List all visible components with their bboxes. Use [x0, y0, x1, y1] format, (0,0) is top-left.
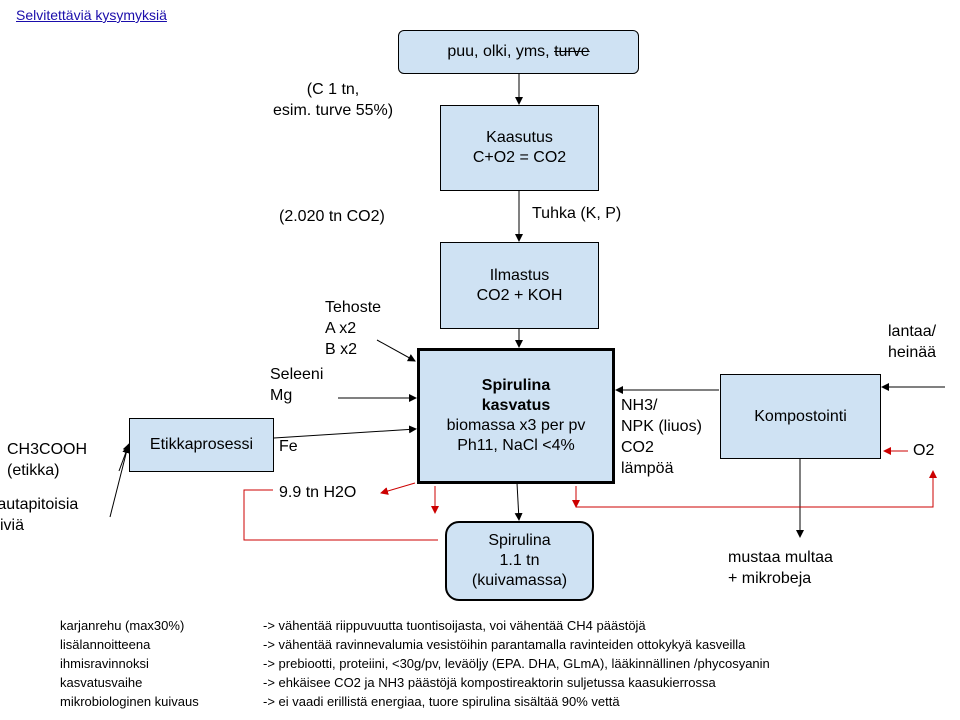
note-value: -> ei vaadi erillistä energiaa, tuore sp… [263, 694, 620, 709]
arrow-rautapitoisia [109, 445, 131, 518]
lantaa-label: lantaa/ heinää [888, 321, 936, 363]
ch3cooh-label: CH3COOH (etikka) [7, 439, 87, 481]
rautapitoisia-line-1: rautapitoisia [0, 496, 79, 513]
kompostointi-box: Kompostointi [720, 374, 881, 459]
kompostointi-title: Kompostointi [754, 407, 847, 425]
o2-label: O2 [913, 442, 935, 459]
multaa-line-1: mustaa multaa [728, 549, 833, 566]
kaasutus-title: Kaasutus [486, 129, 553, 146]
nutrients-line-1: NH3/ [621, 397, 658, 414]
ilmastus-title: Ilmastus [489, 266, 550, 284]
output-line-1: Spirulina [488, 532, 551, 549]
tehoste-line-1: Tehoste [325, 299, 382, 316]
spirulina-kasvatus-box: Spirulina kasvatus biomassa x3 per pv Ph… [417, 348, 615, 484]
note-key: karjanrehu (max30%) [60, 618, 185, 633]
ch3cooh-line-2: (etikka) [7, 462, 60, 479]
note-value: -> ehkäisee CO2 ja NH3 päästöjä komposti… [263, 675, 716, 690]
kasvatus-line-2: Ph11, NaCl <4% [457, 437, 575, 454]
water-label: 9.9 tn H2O [279, 484, 357, 501]
ilmastus-box: Ilmastus CO2 + KOH [440, 242, 599, 329]
tuhka-label: Tuhka (K, P) [532, 205, 622, 222]
fe-label: Fe [279, 438, 298, 455]
arrow-kasvatus-output [514, 482, 523, 521]
arrow-tehoste [376, 339, 416, 362]
water-recycle-loop [243, 489, 438, 541]
c-amount-line-1: (C 1 tn, [306, 81, 360, 98]
note-row: ihmisravinnoksi -> prebiootti, proteiini,… [60, 654, 770, 673]
multaa-label: mustaa multaa + mikrobeja [728, 547, 833, 589]
kasvatus-title-2: kasvatus [481, 397, 551, 414]
questions-link[interactable]: Selvitettäviä kysymyksiä [16, 7, 167, 23]
arrow-loop-to-o2 [576, 470, 937, 508]
ch3cooh-line-1: CH3COOH [7, 441, 88, 458]
etikkaprosessi-box: Etikkaprosessi [129, 418, 274, 472]
tehoste-label: Tehoste A x2 B x2 [325, 297, 381, 360]
note-row: mikrobiologinen kuivaus -> ei vaadi erill… [60, 692, 770, 711]
kasvatus-line-1: biomassa x3 per pv [446, 417, 586, 434]
seleeni-line-2: Mg [270, 387, 293, 404]
struck-turve: turve [554, 43, 590, 60]
etikkaprosessi-title: Etikkaprosessi [149, 436, 254, 453]
note-key: ihmisravinnoksi [60, 656, 149, 671]
nutrients-line-3: CO2 [621, 439, 654, 456]
kasvatus-title-1: Spirulina [481, 377, 551, 394]
lantaa-line-1: lantaa/ [888, 323, 937, 340]
note-value: -> vähentää riippuvuutta tuontisoijasta,… [263, 618, 646, 633]
nutrients-label: NH3/ NPK (liuos) CO2 lämpöä [621, 395, 702, 479]
note-row: karjanrehu (max30%) -> vähentää riippuvuu… [60, 616, 770, 635]
co2-amount-label: (2.020 tn CO2) [279, 208, 385, 225]
rautapitoisia-label: rautapitoisia kiviä [0, 494, 78, 536]
lantaa-line-2: heinää [888, 344, 937, 361]
source-box: puu, olki, yms, turve [398, 30, 639, 74]
c-amount-line-2: esim. turve 55%) [273, 102, 394, 119]
multaa-line-2: + mikrobeja [728, 570, 812, 587]
source-label: puu, olki, yms, [447, 43, 555, 60]
seleeni-line-1: Seleeni [270, 366, 324, 383]
notes-list: karjanrehu (max30%) -> vähentää riippuvuu… [60, 616, 770, 711]
note-row: kasvatusvaihe -> ehkäisee CO2 ja NH3 pääs… [60, 673, 770, 692]
note-row: lisälannoitteena -> vähentää ravinnevalum… [60, 635, 770, 654]
note-value: -> vähentää ravinnevalumia vesistöihin p… [263, 637, 746, 652]
note-key: kasvatusvaihe [60, 675, 143, 690]
seleeni-label: Seleeni Mg [270, 364, 323, 406]
ilmastus-formula: CO2 + KOH [476, 286, 563, 304]
tehoste-line-3: B x2 [325, 341, 358, 358]
spirulina-output-box: Spirulina 1.1 tn (kuivamassa) [445, 521, 594, 601]
arrow-kasvatus-h2o [380, 482, 416, 495]
nutrients-line-2: NPK (liuos) [621, 418, 702, 435]
tehoste-line-2: A x2 [325, 320, 357, 337]
note-key: mikrobiologinen kuivaus [60, 694, 199, 709]
c-amount-label: (C 1 tn, esim. turve 55%) [273, 79, 393, 121]
kaasutus-formula: C+O2 = CO2 [472, 149, 567, 166]
note-key: lisälannoitteena [60, 637, 151, 652]
note-value: -> prebiootti, proteiini, <30g/pv, leväö… [263, 656, 770, 671]
rautapitoisia-line-2: kiviä [0, 517, 25, 534]
nutrients-line-4: lämpöä [621, 460, 674, 477]
output-line-2: 1.1 tn [499, 552, 540, 569]
kaasutus-box: Kaasutus C+O2 = CO2 [440, 105, 599, 191]
arrow-fe [273, 425, 417, 439]
output-line-3: (kuivamassa) [471, 572, 568, 589]
